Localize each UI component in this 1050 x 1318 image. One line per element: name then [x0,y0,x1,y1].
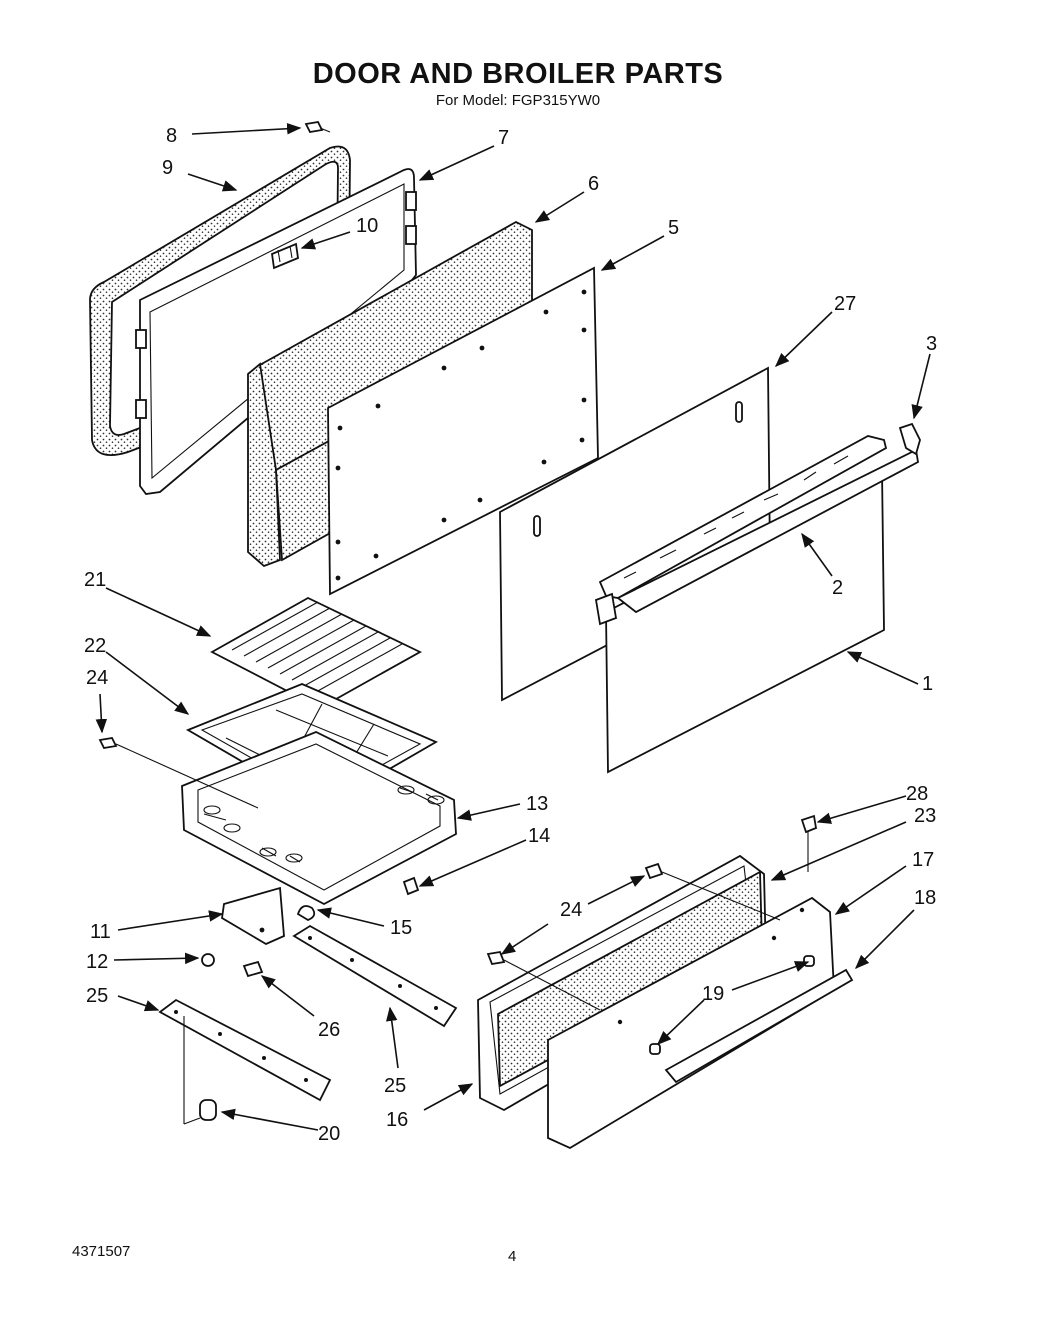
screw-8 [304,121,331,133]
inner-door-frame [135,168,417,495]
callout-labels: 8 9 7 6 10 5 27 3 2 1 21 22 24 13 14 11 … [84,125,937,1145]
screw-28 [800,814,818,872]
callout-25-left: 25 [86,985,108,1007]
roller-12 [201,953,215,967]
callout-25-right: 25 [384,1075,406,1097]
screws-24-right [486,862,781,1011]
callout-24-right: 24 [560,899,582,921]
callout-28: 28 [906,783,928,805]
callout-1: 1 [922,673,933,695]
screw-14 [402,876,420,896]
callout-13: 13 [526,793,548,815]
callout-8: 8 [166,125,177,147]
callout-5: 5 [668,217,679,239]
callout-20: 20 [318,1123,340,1145]
document-number: 4371507 [72,1243,131,1260]
drawer-rail-right [292,924,458,1028]
callout-11: 11 [90,921,111,943]
page-title: DOOR AND BROILER PARTS [312,58,724,90]
spring-clip [296,905,316,922]
door-clip [271,242,299,270]
callout-19: 19 [702,983,724,1005]
callout-18: 18 [914,887,936,909]
callout-23: 23 [914,805,936,827]
callout-6: 6 [588,173,599,195]
callout-16: 16 [386,1109,408,1131]
screw-24-left [98,737,259,809]
callout-27: 27 [834,293,856,315]
callout-3: 3 [926,333,937,355]
page-number: 4 [508,1248,517,1265]
callout-7: 7 [498,127,509,149]
drawer-rail-left [158,998,332,1125]
screw-26 [242,960,264,978]
drawer-handle [664,968,854,1084]
callout-2: 2 [832,577,843,599]
callout-10: 10 [356,215,378,237]
callout-12: 12 [86,951,108,973]
door-trim [594,435,919,626]
inner-door-panel [327,266,599,596]
drawer-bracket [221,886,285,946]
leader-lines [95,122,931,1131]
roller-20 [199,1099,217,1121]
callout-15: 15 [390,917,412,939]
callout-14: 14 [528,825,550,847]
callout-26: 26 [318,1019,340,1041]
broiler-grid [210,596,422,710]
callout-22: 22 [84,635,106,657]
callout-24-left: 24 [86,667,108,689]
broiler-drawer [181,731,457,906]
model-subtitle: For Model: FGP315YW0 [435,92,601,109]
callout-9: 9 [162,157,173,179]
callout-21: 21 [84,569,106,591]
callout-17: 17 [912,849,934,871]
trim-bracket [898,422,921,456]
